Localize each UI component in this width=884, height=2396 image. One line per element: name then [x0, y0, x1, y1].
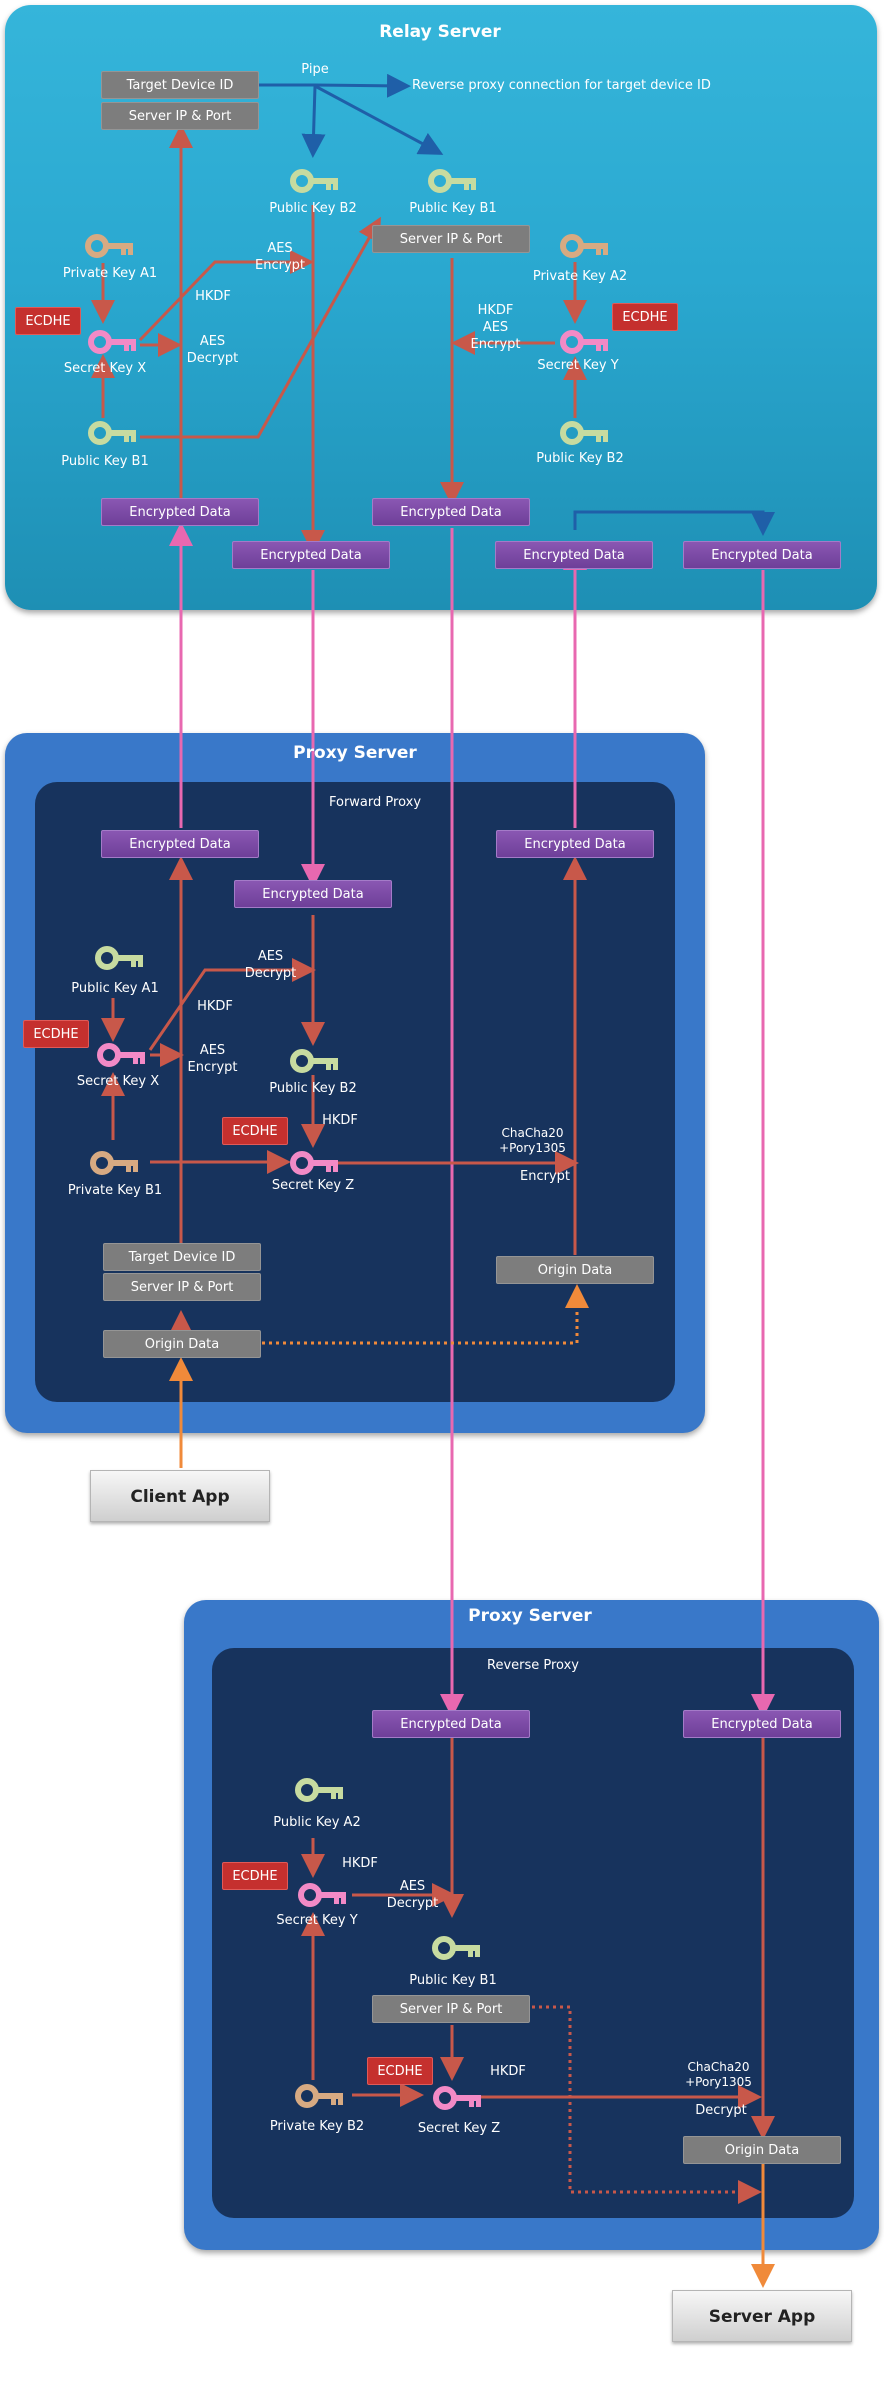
aes-decrypt-label: AES Decrypt	[186, 334, 239, 366]
p1-private-key-b1-icon	[90, 1151, 138, 1175]
public-key-b2-right-icon	[560, 421, 608, 445]
p2-encrypted-data-2: Encrypted Data	[683, 1710, 841, 1738]
public-key-b2-right-label: Public Key B2	[536, 451, 624, 466]
public-key-b1-icon	[428, 169, 476, 193]
secret-key-y-label: Secret Key Y	[537, 358, 619, 373]
hkdf-label: HKDF	[195, 289, 231, 304]
relay-encrypted-data-5: Encrypted Data	[683, 541, 841, 569]
p1-ecdhe-badge-mid: ECDHE	[222, 1117, 288, 1145]
p2-public-key-a2-icon	[295, 1778, 343, 1802]
relay-encrypted-data-1: Encrypted Data	[101, 498, 259, 526]
ecdhe-badge: ECDHE	[15, 307, 81, 335]
p1-server-ip-port: Server IP & Port	[103, 1273, 261, 1301]
p1-aes-encrypt-label: AES Encrypt	[187, 1043, 238, 1075]
p2-origin-data: Origin Data	[683, 2136, 841, 2164]
p1-target-device-id: Target Device ID	[103, 1243, 261, 1271]
ecdhe-badge-right: ECDHE	[612, 303, 678, 331]
relay-target-device-id: Target Device ID	[101, 71, 259, 99]
p2-secret-key-z-label: Secret Key Z	[417, 2121, 501, 2136]
p1-public-key-b2-label: Public Key B2	[269, 1081, 357, 1096]
p1-secret-key-x-icon	[97, 1043, 145, 1067]
proxy1-subtitle: Forward Proxy	[328, 795, 422, 810]
p1-hkdf-label: HKDF	[197, 999, 233, 1014]
p2-hkdf-label: HKDF	[342, 1856, 378, 1871]
p1-aes-decrypt-label: AES Decrypt	[244, 949, 297, 981]
secret-key-x-label: Secret Key X	[63, 361, 147, 376]
relay-encrypted-data-2: Encrypted Data	[232, 541, 390, 569]
p2-decrypt-label: Decrypt	[695, 2103, 747, 2118]
p1-ecdhe-badge: ECDHE	[23, 1020, 89, 1048]
p1-secret-key-x-label: Secret Key X	[76, 1074, 160, 1089]
p1-secret-key-z-icon	[290, 1151, 338, 1175]
p2-secret-key-y-label: Secret Key Y	[276, 1913, 358, 1928]
private-key-a2-label: Private Key A2	[532, 269, 628, 284]
p2-secret-key-z-icon	[433, 2086, 481, 2110]
relay-title: Relay Server	[379, 22, 501, 42]
proxy2-title: Proxy Server	[468, 1606, 592, 1626]
p1-chacha-label: ChaCha20 +Pory1305	[499, 1126, 566, 1155]
client-app-box: Client App	[90, 1470, 270, 1522]
private-key-a1-icon	[85, 234, 133, 258]
p2-secret-key-y-icon	[298, 1883, 346, 1907]
relay-server-ip-port-2: Server IP & Port	[372, 225, 530, 253]
hkdf-aes-encrypt-label: HKDF AES Encrypt	[470, 303, 521, 352]
p1-secret-key-z-label: Secret Key Z	[271, 1178, 355, 1193]
secret-key-y-icon	[560, 330, 608, 354]
pipe-label: Pipe	[301, 62, 329, 77]
p1-origin-data: Origin Data	[103, 1330, 261, 1358]
public-key-b1-left-label: Public Key B1	[61, 454, 149, 469]
private-key-a1-label: Private Key A1	[62, 266, 158, 281]
reverse-proxy-note: Reverse proxy connection for target devi…	[412, 78, 711, 93]
p1-private-key-b1-label: Private Key B1	[67, 1183, 163, 1198]
p1-origin-data-right: Origin Data	[496, 1256, 654, 1284]
private-key-a2-icon	[560, 234, 608, 258]
p2-server-ip-port: Server IP & Port	[372, 1995, 530, 2023]
relay-server-ip-port: Server IP & Port	[101, 102, 259, 130]
p2-chacha-label: ChaCha20 +Pory1305	[685, 2060, 752, 2089]
p1-encrypt-label: Encrypt	[520, 1169, 570, 1184]
p2-public-key-b1-icon	[432, 1936, 480, 1960]
public-key-b1-label: Public Key B1	[409, 201, 497, 216]
proxy1-encrypted-data-1: Encrypted Data	[101, 830, 259, 858]
public-key-b2-label: Public Key B2	[269, 201, 357, 216]
server-app-box: Server App	[672, 2290, 852, 2342]
p2-aes-decrypt-label: AES Decrypt	[386, 1879, 439, 1911]
aes-encrypt-label: AES Encrypt	[255, 241, 305, 273]
public-key-b1-left-icon	[88, 421, 136, 445]
secret-key-x-icon	[88, 330, 136, 354]
p2-hkdf-right-label: HKDF	[490, 2064, 526, 2079]
p2-ecdhe-badge-mid: ECDHE	[367, 2057, 433, 2085]
p2-public-key-a2-label: Public Key A2	[273, 1815, 361, 1830]
proxy1-encrypted-data-2: Encrypted Data	[234, 880, 392, 908]
public-key-b2-icon	[290, 169, 338, 193]
p1-public-key-b2-icon	[290, 1049, 338, 1073]
p2-encrypted-data-1: Encrypted Data	[372, 1710, 530, 1738]
p2-public-key-b1-label: Public Key B1	[409, 1973, 497, 1988]
relay-encrypted-data-3: Encrypted Data	[372, 498, 530, 526]
proxy1-encrypted-data-3: Encrypted Data	[496, 830, 654, 858]
p2-ecdhe-badge: ECDHE	[222, 1862, 288, 1890]
relay-encrypted-data-4: Encrypted Data	[495, 541, 653, 569]
proxy2-subtitle: Reverse Proxy	[487, 1658, 579, 1673]
p1-hkdf-right-label: HKDF	[322, 1113, 358, 1128]
p1-public-key-a1-icon	[95, 946, 143, 970]
p2-private-key-b2-icon	[295, 2084, 343, 2108]
p1-public-key-a1-label: Public Key A1	[71, 981, 159, 996]
proxy1-title: Proxy Server	[293, 743, 417, 763]
p2-private-key-b2-label: Private Key B2	[269, 2119, 365, 2134]
